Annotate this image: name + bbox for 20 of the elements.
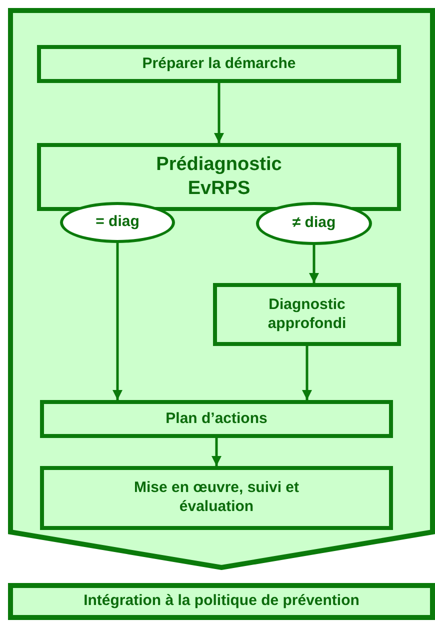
arrow <box>214 83 224 143</box>
process-box <box>213 283 401 346</box>
chevron-arrow <box>8 8 435 570</box>
box-label: Intégration à la politique de prévention <box>84 592 360 611</box>
box-label: Mise en œuvre, suivi et évaluation <box>132 479 300 517</box>
process-box <box>37 45 401 83</box>
arrow <box>212 438 222 466</box>
process-box <box>37 143 401 211</box>
process-box <box>8 583 435 620</box>
arrow <box>112 243 122 400</box>
process-box <box>40 466 393 530</box>
box-label: Prédiagnostic EvRPS <box>155 153 283 201</box>
arrow <box>309 245 319 283</box>
box-label: Plan d’actions <box>166 410 268 428</box>
process-box <box>40 400 393 438</box>
box-label: Diagnostic approfondi <box>266 296 348 334</box>
box-label: ≠ diag <box>292 214 336 233</box>
box-label: = diag <box>96 213 140 232</box>
arrow <box>302 346 312 400</box>
box-label: Préparer la démarche <box>142 54 296 74</box>
